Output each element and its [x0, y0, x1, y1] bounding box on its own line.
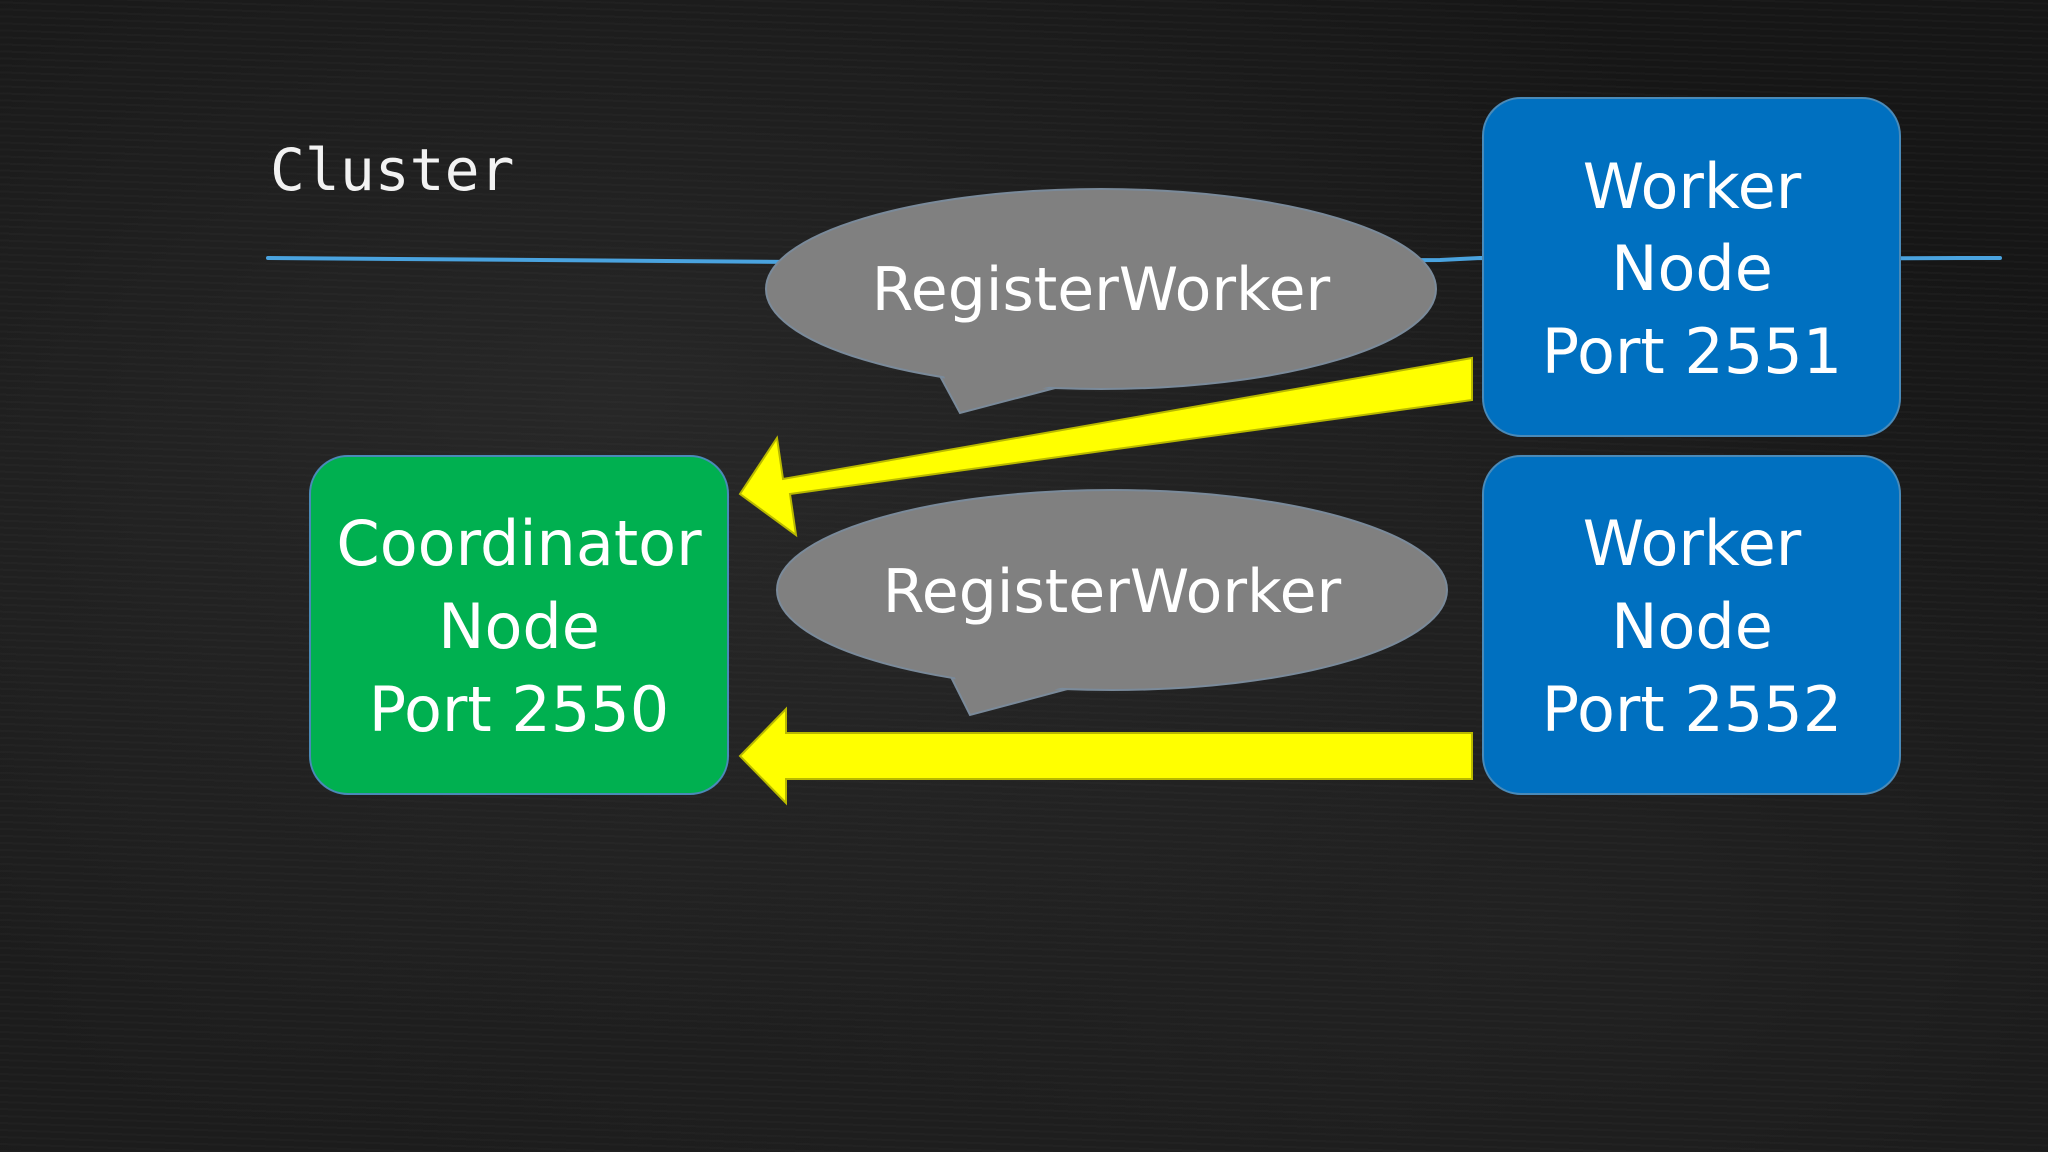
speech-bubble-ellipse-2	[776, 489, 1448, 691]
slide-title: Cluster	[270, 136, 514, 204]
register-worker-bubble-2: RegisterWorker	[776, 489, 1448, 717]
worker-2551-label-line2: Node	[1611, 232, 1773, 305]
worker-2552-label-line3: Port 2552	[1542, 673, 1842, 746]
register-worker-bubble-1: RegisterWorker	[765, 188, 1437, 415]
worker-2551-label-line1: Worker	[1583, 150, 1802, 223]
arrow-worker-2552-to-coordinator	[738, 706, 1473, 806]
coordinator-label-line3: Port 2550	[369, 673, 669, 746]
arrow-worker-2551-to-coordinator	[738, 356, 1473, 538]
worker-node-2551: Worker Node Port 2551	[1482, 97, 1901, 437]
worker-2552-label-line2: Node	[1611, 590, 1773, 663]
message-label-1: RegisterWorker	[872, 255, 1331, 325]
speech-bubble-ellipse-1	[765, 188, 1437, 390]
worker-2552-label-line1: Worker	[1583, 507, 1802, 580]
worker-node-2552: Worker Node Port 2552	[1482, 455, 1901, 795]
coordinator-node: Coordinator Node Port 2550	[309, 455, 729, 795]
message-label-2: RegisterWorker	[883, 557, 1342, 627]
coordinator-label-line2: Node	[438, 590, 600, 663]
worker-2551-label-line3: Port 2551	[1542, 315, 1842, 388]
coordinator-label-line1: Coordinator	[336, 507, 702, 580]
